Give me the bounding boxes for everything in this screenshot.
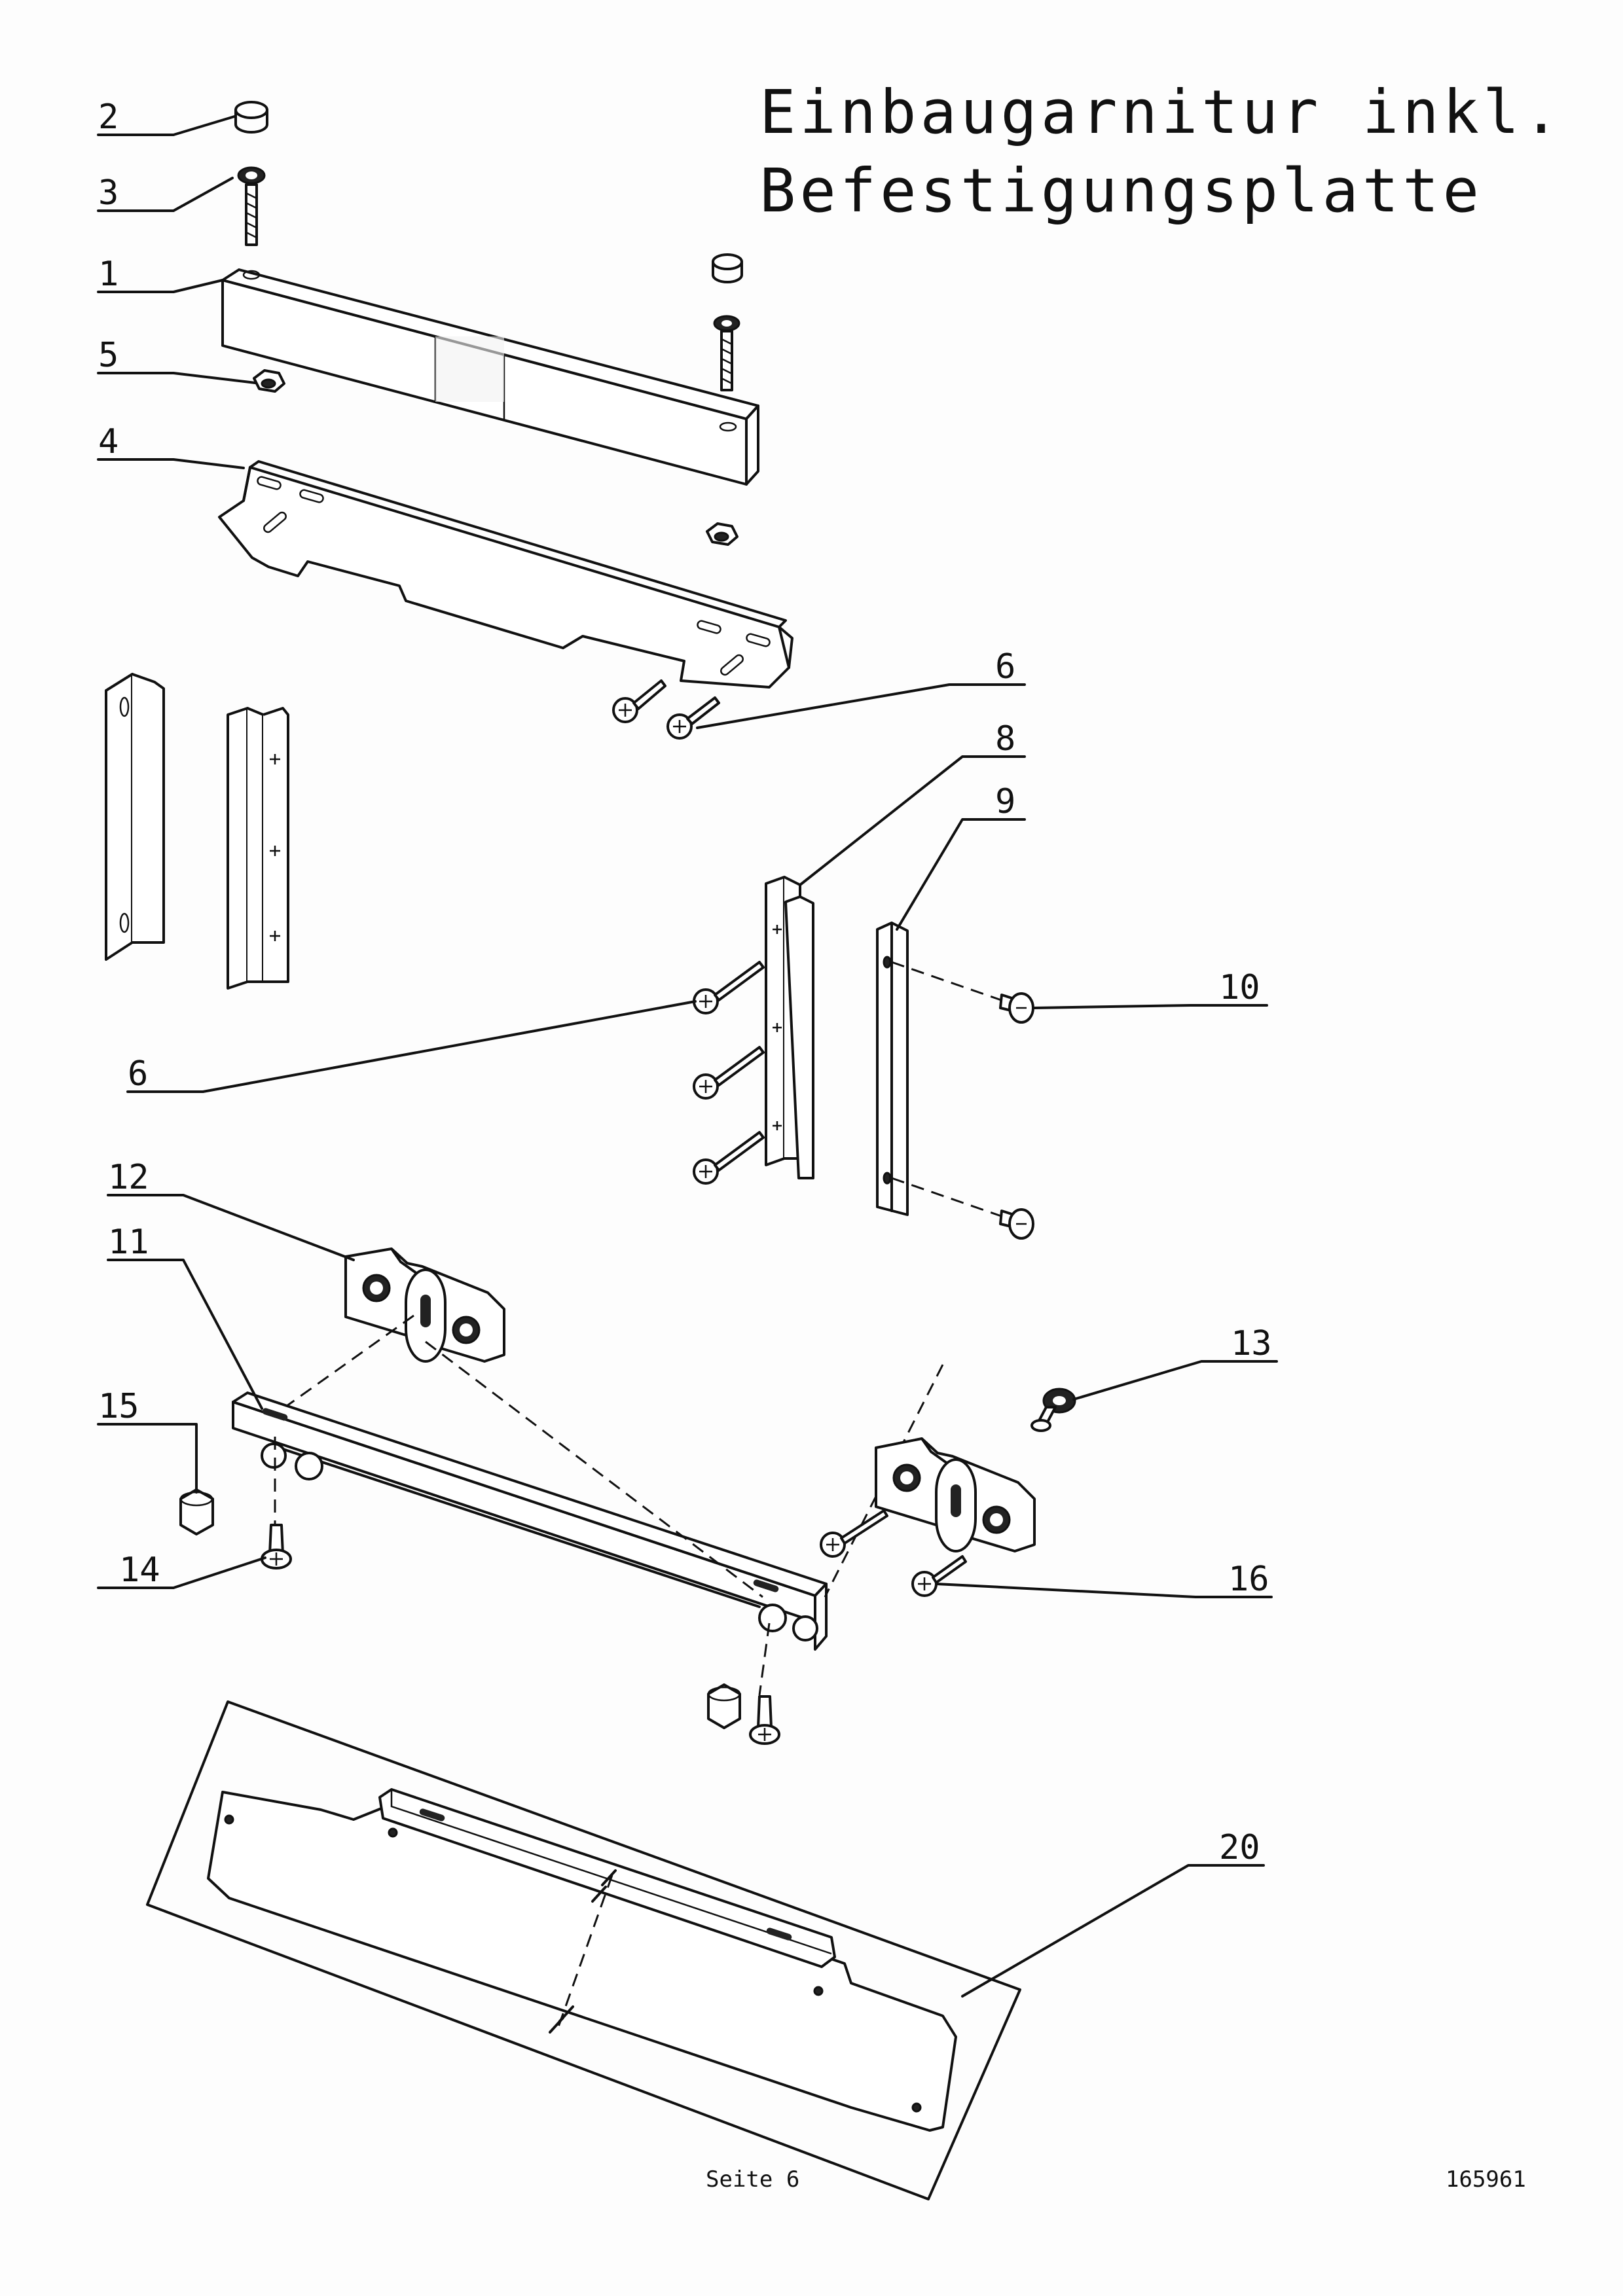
screw-part-14 — [261, 1524, 780, 1745]
page-number-label: Seite 6 — [706, 2166, 800, 2193]
callout-2: 2 — [98, 98, 119, 137]
callout-labels: 2 3 1 5 4 6 8 9 10 6 12 11 13 15 14 16 2… — [98, 98, 1272, 1867]
strip-part-9 — [876, 922, 909, 1216]
callout-15: 15 — [98, 1387, 139, 1426]
screw-part-6-upper — [612, 679, 720, 740]
bracket-part-4 — [218, 460, 793, 689]
callout-6-upper: 6 — [995, 647, 1015, 687]
diagram-title-line-2: Befestigungsplatte — [759, 156, 1483, 226]
leader-lines — [97, 115, 1278, 1998]
rail-part-11 — [232, 1391, 828, 1651]
screw-part-10 — [891, 961, 1034, 1240]
diagram-title-line-1: Einbaugarnitur inkl. — [759, 77, 1563, 147]
document-number: 165961 — [1446, 2166, 1526, 2193]
cap-part-2 — [234, 101, 743, 283]
holder-right — [875, 1437, 1036, 1552]
screw-part-13 — [1030, 1388, 1076, 1432]
profile-part-8 — [765, 876, 814, 1179]
angle-profile-middle — [227, 707, 289, 990]
callout-4: 4 — [98, 422, 119, 461]
callout-16: 16 — [1228, 1560, 1269, 1599]
screw-part-16 — [820, 1509, 967, 1597]
callout-6-lower: 6 — [128, 1054, 148, 1094]
callout-5: 5 — [98, 336, 119, 375]
callout-20: 20 — [1219, 1828, 1260, 1867]
callout-12: 12 — [108, 1158, 149, 1197]
nut-part-5 — [253, 369, 739, 546]
callout-8: 8 — [995, 719, 1015, 759]
spacer-part-15 — [179, 1488, 741, 1729]
callout-1: 1 — [98, 255, 119, 294]
callout-10: 10 — [1219, 968, 1260, 1007]
mounting-plate-part-20 — [146, 1700, 1021, 2200]
screw-part-6-lower — [693, 961, 765, 1185]
bar-part-1 — [221, 268, 759, 486]
callout-13: 13 — [1231, 1324, 1272, 1363]
screw-part-3 — [237, 166, 740, 391]
angle-profile-left — [105, 673, 165, 961]
holder-part-12 — [344, 1247, 505, 1363]
callout-14: 14 — [119, 1551, 160, 1590]
assembly-guide-lines — [274, 1314, 944, 1696]
callout-9: 9 — [995, 782, 1015, 821]
callout-11: 11 — [108, 1223, 149, 1262]
callout-3: 3 — [98, 173, 119, 213]
